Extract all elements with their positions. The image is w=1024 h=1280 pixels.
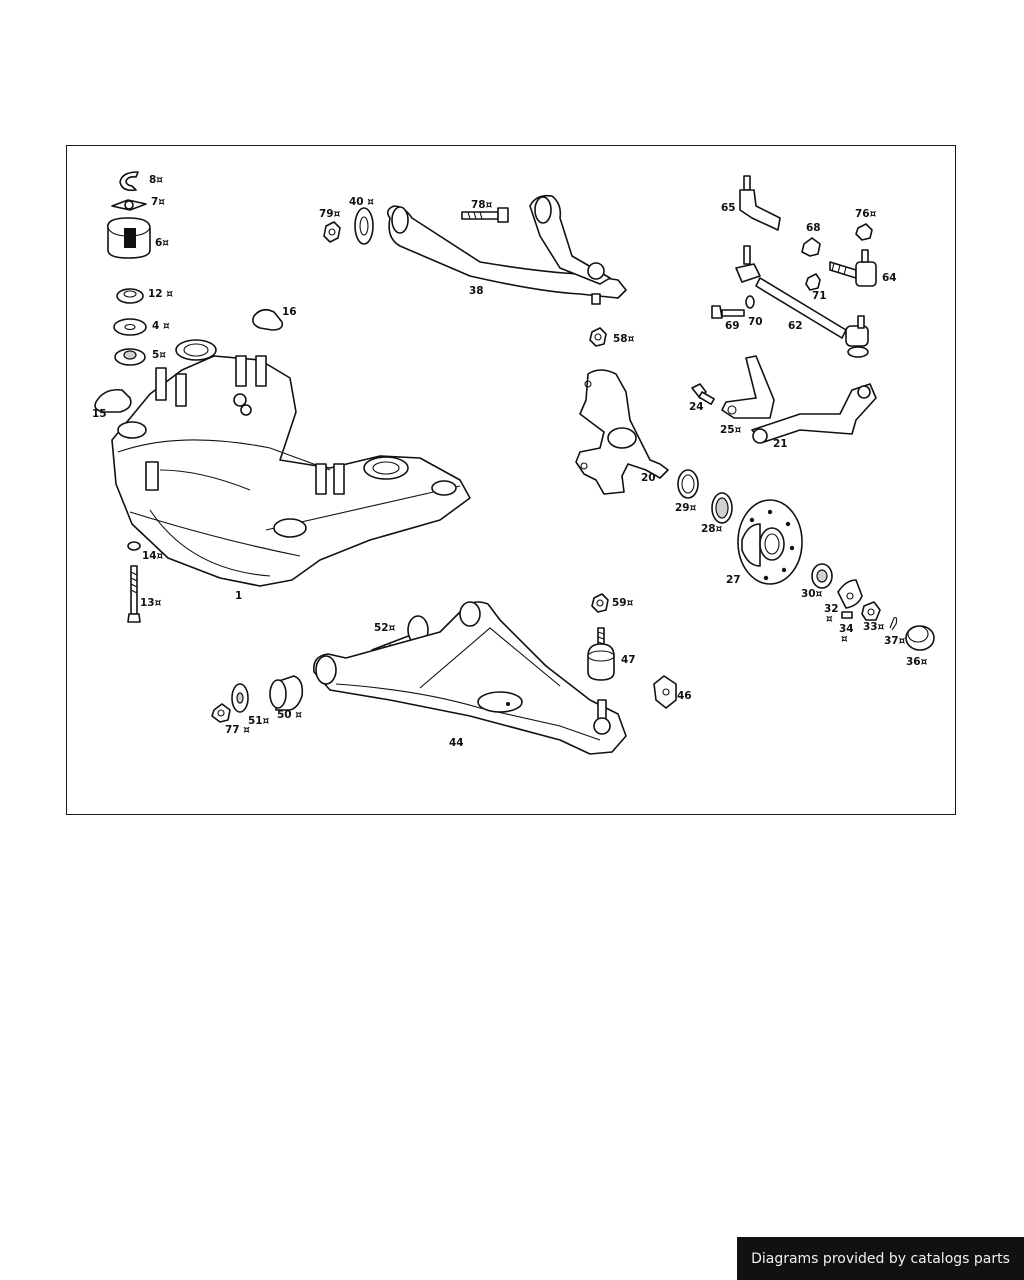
callout-label-21: 21 [773, 438, 788, 450]
callout-label-69: 69 [725, 320, 740, 332]
part-7-retainer [111, 199, 147, 211]
callout-label-7: 7¤ [151, 196, 165, 208]
part-70-washer [745, 295, 755, 309]
part-21-steering-arm [751, 383, 877, 444]
part-44-lower-control-arm [312, 601, 627, 755]
callout-label-36: 36¤ [906, 656, 928, 668]
callout-label-44: 44 [449, 737, 464, 749]
part-5-nut [114, 348, 146, 366]
part-62-tie-rod [735, 245, 869, 358]
part-69-bolt [711, 305, 745, 319]
callout-label-6: 6¤ [155, 237, 169, 249]
part-16-gasket [252, 308, 284, 331]
callout-label-25: 25¤ [720, 424, 742, 436]
callout-label-51: 51¤ [248, 715, 270, 727]
part-12-bushing [116, 288, 144, 304]
callout-label-62: 62 [788, 320, 803, 332]
callout-label-34: 34 [839, 623, 854, 635]
credit-banner: Diagrams provided by catalogs parts [737, 1237, 1024, 1280]
part-4-washer [113, 318, 147, 336]
callout-label-15: 15 [92, 408, 107, 420]
callout-label-4: 4 ¤ [152, 320, 170, 332]
callout-label-12: 12 ¤ [148, 288, 173, 300]
part-79-nut [323, 221, 341, 243]
part-47-ball-joint [587, 627, 615, 681]
part-46-bracket [653, 675, 677, 709]
part-29-seal [677, 469, 699, 499]
part-50-bushing [269, 675, 304, 711]
part-78-bolt [461, 207, 509, 223]
callout-label-78: 78¤ [471, 199, 493, 211]
callout-label-40: 40 ¤ [349, 196, 374, 208]
callout-label-33: 33¤ [863, 621, 885, 633]
callout-label-5: 5¤ [152, 349, 166, 361]
part-24-bolt [691, 383, 715, 405]
part-14-lockwasher [127, 541, 141, 551]
callout-label-37: 37¤ [884, 635, 906, 647]
part-6-bushing [107, 217, 151, 259]
part-13-bolt [127, 565, 141, 623]
part-38-upper-control-arm [386, 194, 627, 305]
part-76-nut [855, 223, 873, 241]
part-8-clip [119, 171, 139, 192]
callout-label-65: 65 [721, 202, 736, 214]
part-1-subframe [111, 339, 471, 587]
part-25-bracket [721, 355, 775, 419]
callout-label-34-marker: ¤ [841, 633, 848, 645]
part-36-cap [905, 625, 935, 651]
part-28-bearing [711, 492, 733, 524]
callout-label-8: 8¤ [149, 174, 163, 186]
callout-label-58: 58¤ [613, 333, 635, 345]
part-71-nut [805, 273, 821, 291]
callout-label-70: 70 [748, 316, 763, 328]
callout-label-16: 16 [282, 306, 297, 318]
callout-label-50: 50 ¤ [277, 709, 302, 721]
part-34-screw [841, 611, 853, 619]
callout-label-38: 38 [469, 285, 484, 297]
callout-label-30: 30¤ [801, 588, 823, 600]
part-64-tie-rod-end [829, 249, 877, 287]
part-20-steering-knuckle [575, 369, 669, 495]
callout-label-32: 32 [824, 603, 839, 615]
callout-label-29: 29¤ [675, 502, 697, 514]
callout-label-20: 20 [641, 472, 656, 484]
part-40-bushing [354, 207, 374, 245]
part-27-wheel-hub [737, 499, 803, 585]
part-33-nut [861, 601, 881, 621]
callout-label-79: 79¤ [319, 208, 341, 220]
part-58-nut [589, 327, 607, 347]
part-59-nut [591, 593, 609, 613]
part-30-bearing [811, 563, 833, 589]
part-37-pin [889, 617, 898, 631]
part-32-washer [837, 579, 863, 609]
part-68-nut [801, 237, 821, 257]
callout-label-27: 27 [726, 574, 741, 586]
callout-label-46: 46 [677, 690, 692, 702]
callout-label-59: 59¤ [612, 597, 634, 609]
part-65-tie-rod-end [739, 175, 781, 231]
callout-label-52: 52¤ [374, 622, 396, 634]
diagram-frame [66, 145, 956, 815]
part-15-gasket [94, 388, 132, 413]
callout-label-64: 64 [882, 272, 897, 284]
callout-label-77: 77 ¤ [225, 724, 250, 736]
part-51-washer [231, 683, 249, 713]
part-77-nut [211, 703, 231, 723]
callout-label-28: 28¤ [701, 523, 723, 535]
callout-label-24: 24 [689, 401, 704, 413]
callout-label-13: 13¤ [140, 597, 162, 609]
callout-label-68: 68 [806, 222, 821, 234]
callout-label-71: 71 [812, 290, 827, 302]
callout-label-32-marker: ¤ [826, 613, 833, 625]
callout-label-76: 76¤ [855, 208, 877, 220]
callout-label-14: 14¤ [142, 550, 164, 562]
callout-label-1: 1 [235, 590, 243, 602]
callout-label-47: 47 [621, 654, 636, 666]
